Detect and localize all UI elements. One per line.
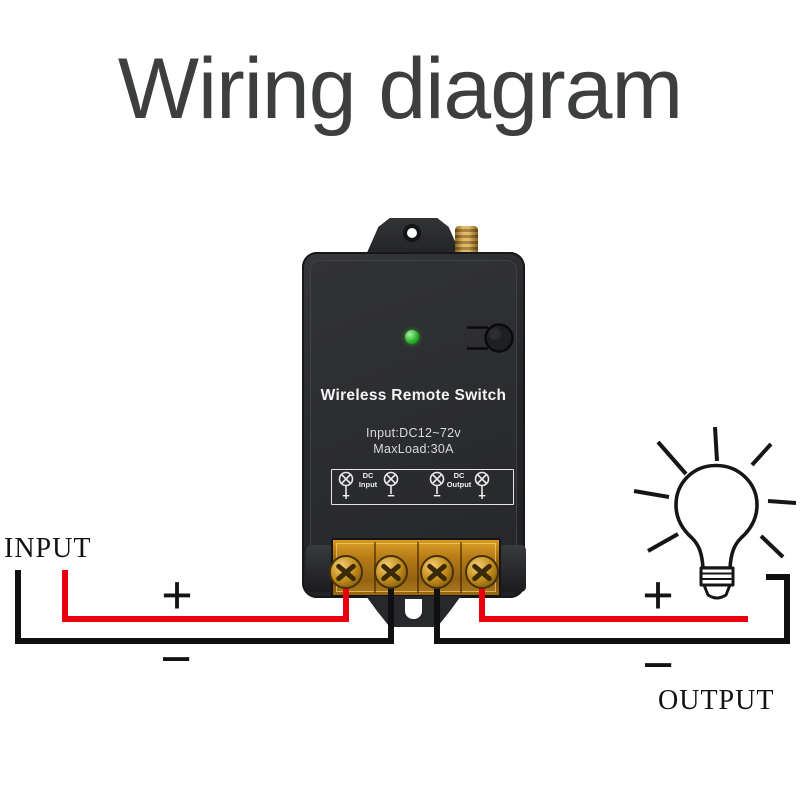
device-name-label: Wireless Remote Switch [320,387,507,404]
input-plus-sign: + [161,565,193,625]
antenna-connector-icon [455,226,478,254]
mounting-hole-icon [403,224,421,242]
output-minus-sign: − [642,635,674,695]
input-minus-sign: − [160,629,192,689]
terminal-screw-glyphs [338,471,490,494]
dc-input-label: DC Input [346,471,390,489]
terminal-divider [460,542,462,593]
led-indicator-icon [405,330,419,344]
learn-button-icon [467,323,514,353]
page-title: Wiring diagram [117,41,683,137]
input-label: INPUT [4,533,92,564]
terminal-divider [417,542,419,593]
wire-output-negative [434,572,790,644]
dc-input-line2: Input [358,479,378,489]
terminal-sign-2: − [387,488,395,503]
output-label: OUTPUT [658,685,775,716]
device-face [310,260,517,584]
spec-input-voltage: Input:DC12~72v [366,426,461,440]
mounting-slot-icon [405,599,422,619]
wire-input-negative [15,570,394,644]
bulb-rays [633,426,797,559]
terminal-sign-4: + [478,488,486,503]
dc-output-line1: DC [453,471,465,480]
device-specs: Input:DC12~72v MaxLoad:30A [302,426,525,457]
mounting-tab-top [366,218,461,255]
terminal-screw-2 [374,555,408,589]
terminal-screw-1 [329,555,363,589]
output-plus-sign: + [642,565,674,625]
terminal-screw-3 [420,555,454,589]
terminal-endcap-right [499,545,526,592]
dc-input-line1: DC [362,471,374,480]
dc-output-line2: Output [446,479,472,489]
terminal-screw-4 [465,555,499,589]
light-bulb-icon [633,426,797,600]
terminal-label-box: DC Input DC Output + − − + [331,469,514,505]
terminal-sign-1: + [342,488,350,503]
wire-input-positive [62,570,349,622]
spec-max-load: MaxLoad:30A [373,441,454,456]
dc-output-label: DC Output [437,471,481,489]
terminal-sign-3: − [433,488,441,503]
